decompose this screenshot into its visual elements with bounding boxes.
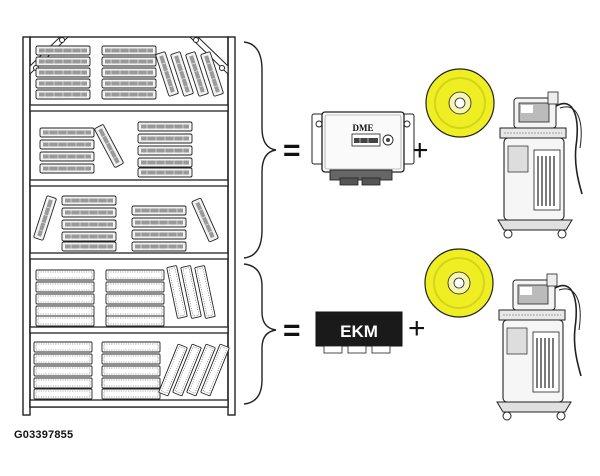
- shelf-3-modules: [32, 195, 220, 252]
- figure-id: G03397855: [14, 429, 74, 441]
- upper-plus-sign: +: [411, 134, 429, 167]
- upper-brace: [243, 41, 277, 259]
- shelving-unit-icon: [22, 36, 236, 416]
- cd-disc-icon: [425, 68, 495, 138]
- diagnostic-tester-icon: [497, 91, 583, 239]
- cd-disc-icon-lower: [424, 248, 494, 318]
- lower-brace: [243, 263, 277, 405]
- upper-equals-sign: =: [283, 134, 301, 167]
- lower-plus-sign: +: [408, 312, 426, 345]
- shelf-2-modules: [39, 121, 193, 178]
- dme-label: DME: [353, 123, 374, 133]
- diagnostic-tester-icon-lower: [496, 273, 582, 421]
- control-unit-icon: [311, 111, 415, 186]
- ekm-label: EKM: [340, 322, 378, 341]
- shelf-1-modules: [35, 45, 225, 100]
- lower-equals-sign: =: [283, 314, 301, 347]
- ekm-module: [315, 311, 403, 354]
- shelf-4-modules: [35, 265, 216, 327]
- shelf-5-modules: [33, 341, 230, 400]
